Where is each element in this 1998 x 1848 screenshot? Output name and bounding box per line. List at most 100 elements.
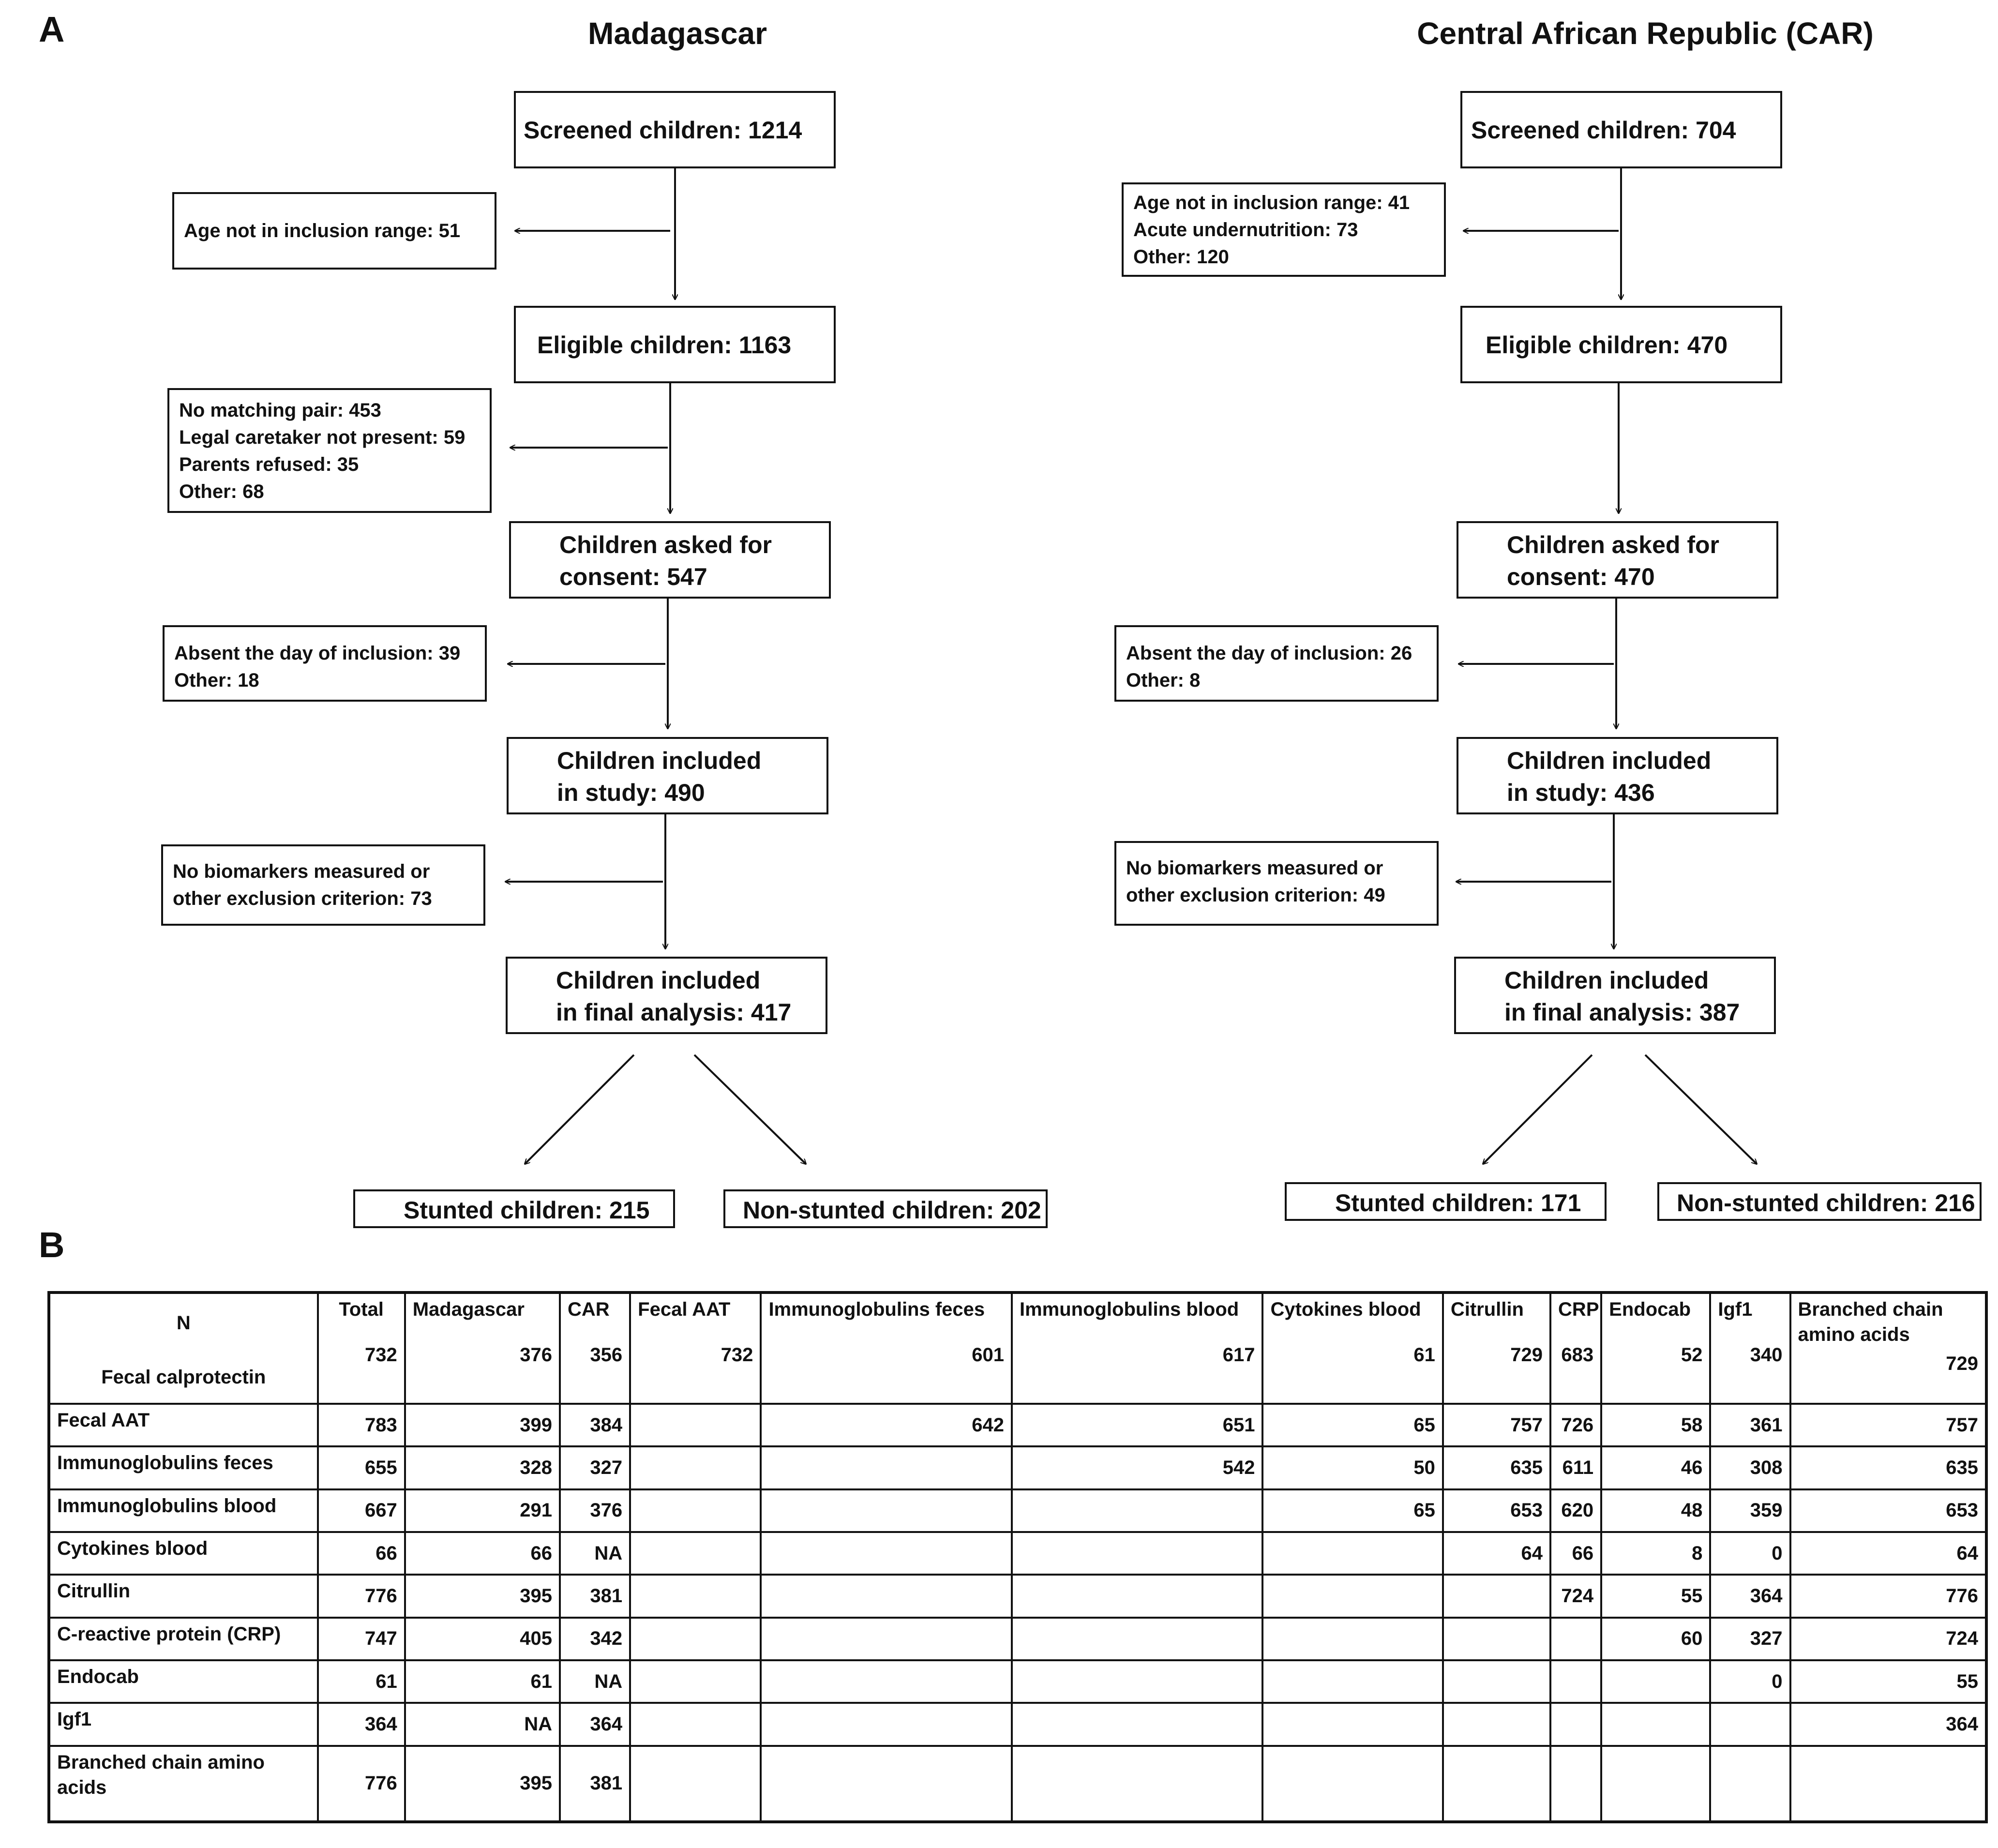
table-cell: 683 (1561, 1344, 1594, 1366)
table-cell: 364 (1789, 1702, 1988, 1747)
column-header: Madagascar (412, 1299, 525, 1320)
table-cell: 0 (1709, 1659, 1791, 1704)
mad-exclusion-3-box: Absent the day of inclusion: 39 Other: 1… (163, 625, 487, 702)
table-cell: 64 (1442, 1531, 1552, 1576)
table-cell: 729 (1946, 1353, 1978, 1374)
column-header-cell: Madagascar 376 (404, 1292, 561, 1405)
table-cell (629, 1445, 762, 1490)
car-screened-text: Screened children: 704 (1471, 117, 1736, 144)
table-cell (1262, 1659, 1444, 1704)
table-cell: 66 (404, 1531, 561, 1576)
table-cell: 653 (1442, 1488, 1552, 1533)
table-cell: 48 (1600, 1488, 1712, 1533)
table-cell: 359 (1709, 1488, 1791, 1533)
car-exclusion-4-line-1: No biomarkers measured or (1126, 857, 1383, 879)
table-cell (1010, 1702, 1264, 1747)
table-cell: 60 (1600, 1616, 1712, 1662)
row-label: Igf1 (48, 1702, 319, 1747)
table-cell (1010, 1744, 1264, 1823)
table-cell (1262, 1531, 1444, 1576)
table-cell (629, 1402, 762, 1448)
table-cell: 655 (316, 1445, 406, 1490)
car-exclusion-3-line-1: Absent the day of inclusion: 26 (1126, 643, 1412, 664)
column-header: Endocab (1609, 1299, 1691, 1320)
mad-exclusion-1-line: Age not in inclusion range: 51 (184, 220, 461, 241)
table-cell: 747 (316, 1616, 406, 1662)
table-cell (1549, 1616, 1603, 1662)
row-label: Branched chain amino acids (48, 1744, 319, 1823)
table-cell: 726 (1549, 1402, 1603, 1448)
table-cell: 783 (316, 1402, 406, 1448)
table-cell: 384 (559, 1402, 631, 1448)
table-cell: 376 (520, 1344, 553, 1366)
table-cell (1442, 1744, 1552, 1823)
mad-exclusion-2-line-4: Other: 68 (179, 481, 264, 502)
mad-screened-text: Screened children: 1214 (524, 117, 802, 144)
column-header: Immunoglobulins blood (1019, 1299, 1239, 1320)
mad-final-line-2: in final analysis: 417 (556, 999, 792, 1026)
madagascar-title: Madagascar (588, 16, 767, 51)
column-header-cell: Immunoglobulins feces 601 (760, 1292, 1013, 1405)
table-cell (1010, 1616, 1264, 1662)
row-label: Citrullin (48, 1574, 319, 1619)
table-cell: 46 (1600, 1445, 1712, 1490)
mad-exclusion-3-line-2: Other: 18 (174, 670, 259, 691)
row-label: Fecal AAT (48, 1402, 319, 1448)
table-cell (1010, 1488, 1264, 1533)
car-included-line-1: Children included (1507, 747, 1712, 774)
row-label: Cytokines blood (48, 1531, 319, 1576)
car-diag-left (1483, 1054, 1593, 1164)
column-header: Immunoglobulins feces (768, 1299, 985, 1320)
table-cell: 395 (404, 1574, 561, 1619)
table-cell (760, 1488, 1013, 1533)
table-cell: 356 (590, 1344, 623, 1366)
panel-b-label: B (39, 1225, 65, 1265)
table-cell: 361 (1709, 1402, 1791, 1448)
car-screened-box: Screened children: 704 (1460, 91, 1782, 168)
table-cell: 381 (559, 1574, 631, 1619)
car-diag-right (1644, 1054, 1757, 1164)
table-cell (1442, 1616, 1552, 1662)
table-cell (1709, 1702, 1791, 1747)
table-cell (1442, 1702, 1552, 1747)
table-cell (760, 1574, 1013, 1619)
table-cell: NA (559, 1531, 631, 1576)
column-header-cell: Igf1 340 (1709, 1292, 1791, 1405)
table-cell (1262, 1744, 1444, 1823)
table-cell: 651 (1010, 1402, 1264, 1448)
table-corner-label: N (176, 1312, 191, 1334)
table-cell: 635 (1442, 1445, 1552, 1490)
column-header: Igf1 (1718, 1299, 1753, 1320)
table-cell (1600, 1702, 1712, 1747)
table-cell (1010, 1574, 1264, 1619)
table-cell (1549, 1744, 1603, 1823)
table-cell: 395 (404, 1744, 561, 1823)
table-cell: 364 (316, 1702, 406, 1747)
table-cell (1262, 1574, 1444, 1619)
table-cell: 601 (972, 1344, 1004, 1366)
table-cell: 340 (1750, 1344, 1783, 1366)
mad-final-line-1: Children included (556, 967, 761, 994)
mad-stunted-text: Stunted children: 215 (404, 1197, 650, 1224)
table-cell: 55 (1789, 1659, 1988, 1704)
table-cell (760, 1659, 1013, 1704)
table-cell (629, 1531, 762, 1576)
car-final-line-2: in final analysis: 387 (1504, 999, 1740, 1026)
table-cell: 376 (559, 1488, 631, 1533)
mad-consent-box: Children asked for consent: 547 (509, 521, 831, 599)
car-included-box: Children included in study: 436 (1457, 737, 1778, 814)
table-cell (760, 1744, 1013, 1823)
table-cell: 65 (1262, 1488, 1444, 1533)
table-cell: 757 (1789, 1402, 1988, 1448)
table-cell: 542 (1010, 1445, 1264, 1490)
table-cell (1262, 1702, 1444, 1747)
car-consent-line-1: Children asked for (1507, 531, 1719, 558)
